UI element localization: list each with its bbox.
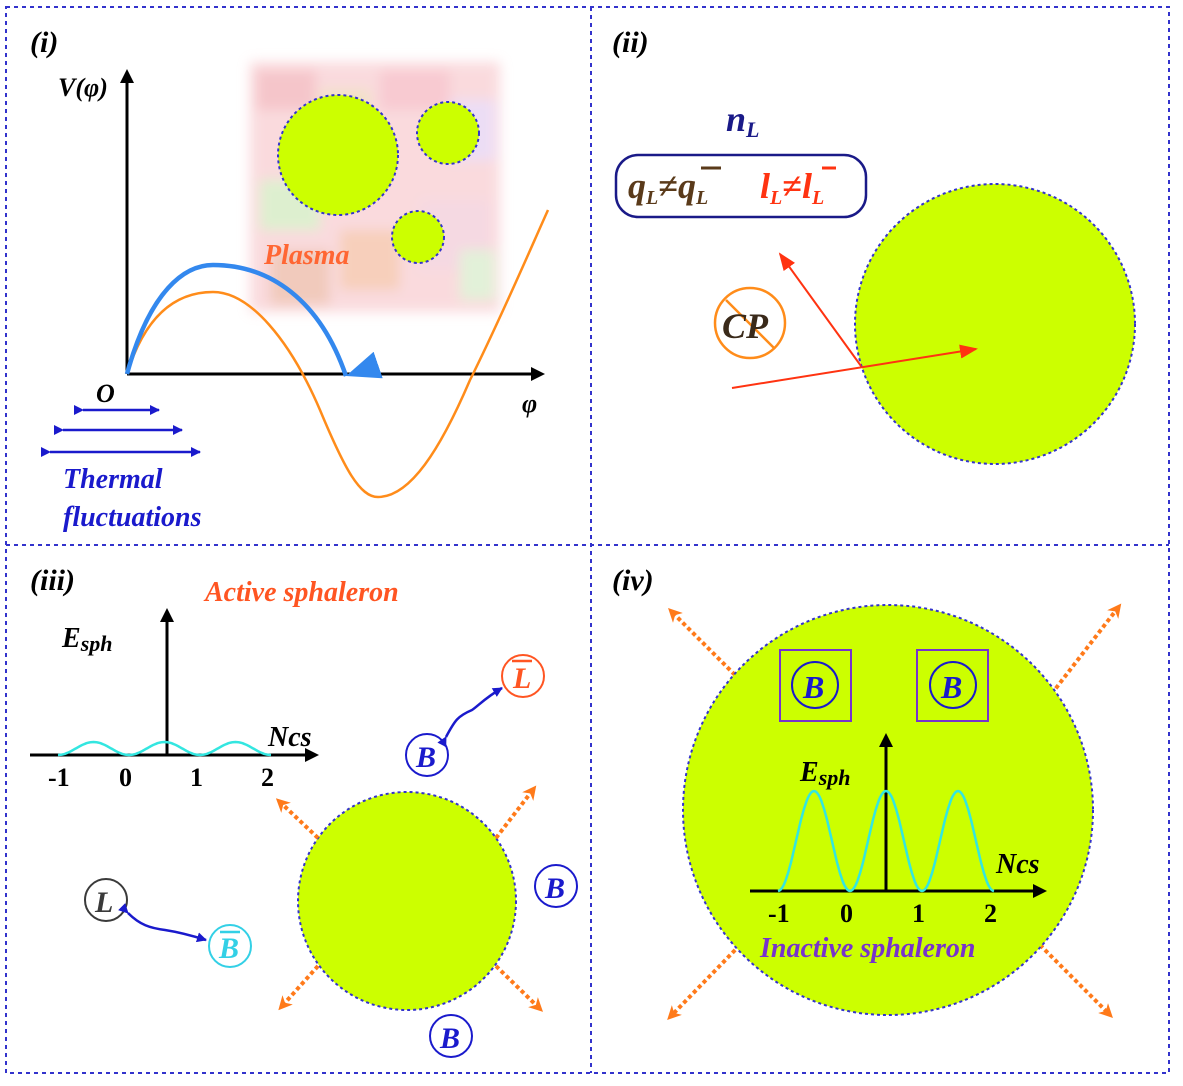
tick-label: 2 bbox=[984, 899, 997, 928]
b-particle-right bbox=[534, 864, 578, 908]
lbar-b-arrow bbox=[437, 686, 503, 748]
tick-label: -1 bbox=[48, 763, 70, 792]
iii-x-label: Ncs bbox=[267, 722, 312, 753]
asymmetry-box bbox=[614, 153, 868, 219]
panel-ii: (ii) nL qL≠qL lL≠lL CP bbox=[612, 26, 1136, 465]
b-box-right bbox=[916, 649, 989, 722]
b-left-text: B bbox=[802, 669, 824, 705]
tick-label: 1 bbox=[190, 763, 203, 792]
iv-x-label: Ncs bbox=[995, 849, 1040, 880]
l-text: L bbox=[94, 886, 113, 919]
panel-iv: (iv) B B Esph Ncs -1 0 1 2 Inactive sphaler… bbox=[612, 564, 1122, 1021]
panel-i-label: (i) bbox=[30, 26, 58, 59]
tick-label: 1 bbox=[912, 899, 925, 928]
b-bottom-text: B bbox=[439, 1022, 460, 1055]
b-left-circle bbox=[791, 661, 839, 709]
inactive-sphaleron-title: Inactive sphaleron bbox=[759, 933, 975, 964]
reflected-arrow bbox=[778, 252, 862, 367]
bubble-iv bbox=[682, 604, 1094, 1016]
l-bbar-arrow bbox=[118, 903, 207, 943]
quark-asymmetry: qL≠qL bbox=[628, 166, 708, 209]
thermal-label-1: Thermal bbox=[63, 464, 163, 495]
cp-label: CP bbox=[722, 306, 769, 346]
tick-label: -1 bbox=[768, 899, 790, 928]
b-particle-bottom bbox=[429, 1014, 473, 1058]
iii-tick-labels: -1 0 1 2 bbox=[48, 763, 274, 792]
iv-sphaleron-curve bbox=[777, 789, 995, 893]
panel-iii-label: (iii) bbox=[30, 564, 75, 597]
bubble-medium bbox=[416, 101, 480, 165]
cp-circle bbox=[713, 286, 787, 360]
bubble-small bbox=[391, 210, 445, 264]
iv-y-label: Esph bbox=[799, 757, 850, 790]
b-top-text: B bbox=[415, 741, 436, 774]
lepton-asymmetry: lL≠lL bbox=[760, 166, 824, 209]
panel-iv-label: (iv) bbox=[612, 564, 654, 597]
b-right-text: B bbox=[544, 872, 565, 905]
iii-expansion-arrows bbox=[275, 785, 544, 1012]
bbar-particle bbox=[208, 924, 252, 968]
lbar-text: L bbox=[512, 662, 531, 695]
lbar-particle bbox=[501, 654, 545, 698]
potential-curve bbox=[125, 209, 550, 499]
bubble-ii bbox=[854, 183, 1136, 465]
iii-sphaleron-curve bbox=[57, 740, 272, 757]
active-sphaleron-title: Active sphaleron bbox=[203, 577, 399, 608]
plasma-label: Plasma bbox=[263, 240, 350, 271]
thermal-arrows bbox=[41, 405, 201, 457]
panel-ii-label: (ii) bbox=[612, 26, 649, 59]
tunneling-arrow bbox=[124, 262, 383, 379]
thermal-label-2: fluctuations bbox=[63, 502, 202, 533]
panel-i: (i) Plasma V(φ) φ O bbox=[30, 26, 550, 533]
bubble-iii bbox=[297, 791, 517, 1011]
l-particle bbox=[84, 878, 128, 922]
x-axis-label: φ bbox=[522, 389, 537, 418]
bubble-large bbox=[277, 94, 399, 216]
b-right-text: B bbox=[940, 669, 962, 705]
iv-expansion-arrows bbox=[667, 603, 1122, 1021]
bbar-text: B bbox=[218, 932, 239, 965]
panel-borders bbox=[5, 6, 1170, 1074]
tick-label: 0 bbox=[840, 899, 853, 928]
tick-label: 0 bbox=[119, 763, 132, 792]
iii-y-label: Esph bbox=[61, 623, 112, 656]
incident-arrow bbox=[731, 344, 978, 389]
b-right-circle bbox=[929, 661, 977, 709]
tick-label: 2 bbox=[261, 763, 274, 792]
y-axis-label: V(φ) bbox=[58, 73, 108, 102]
origin-label: O bbox=[96, 379, 115, 408]
nL-label: nL bbox=[726, 99, 759, 142]
iv-tick-labels: -1 0 1 2 bbox=[768, 899, 997, 928]
b-box-left bbox=[779, 649, 852, 722]
cp-slash bbox=[725, 299, 776, 350]
